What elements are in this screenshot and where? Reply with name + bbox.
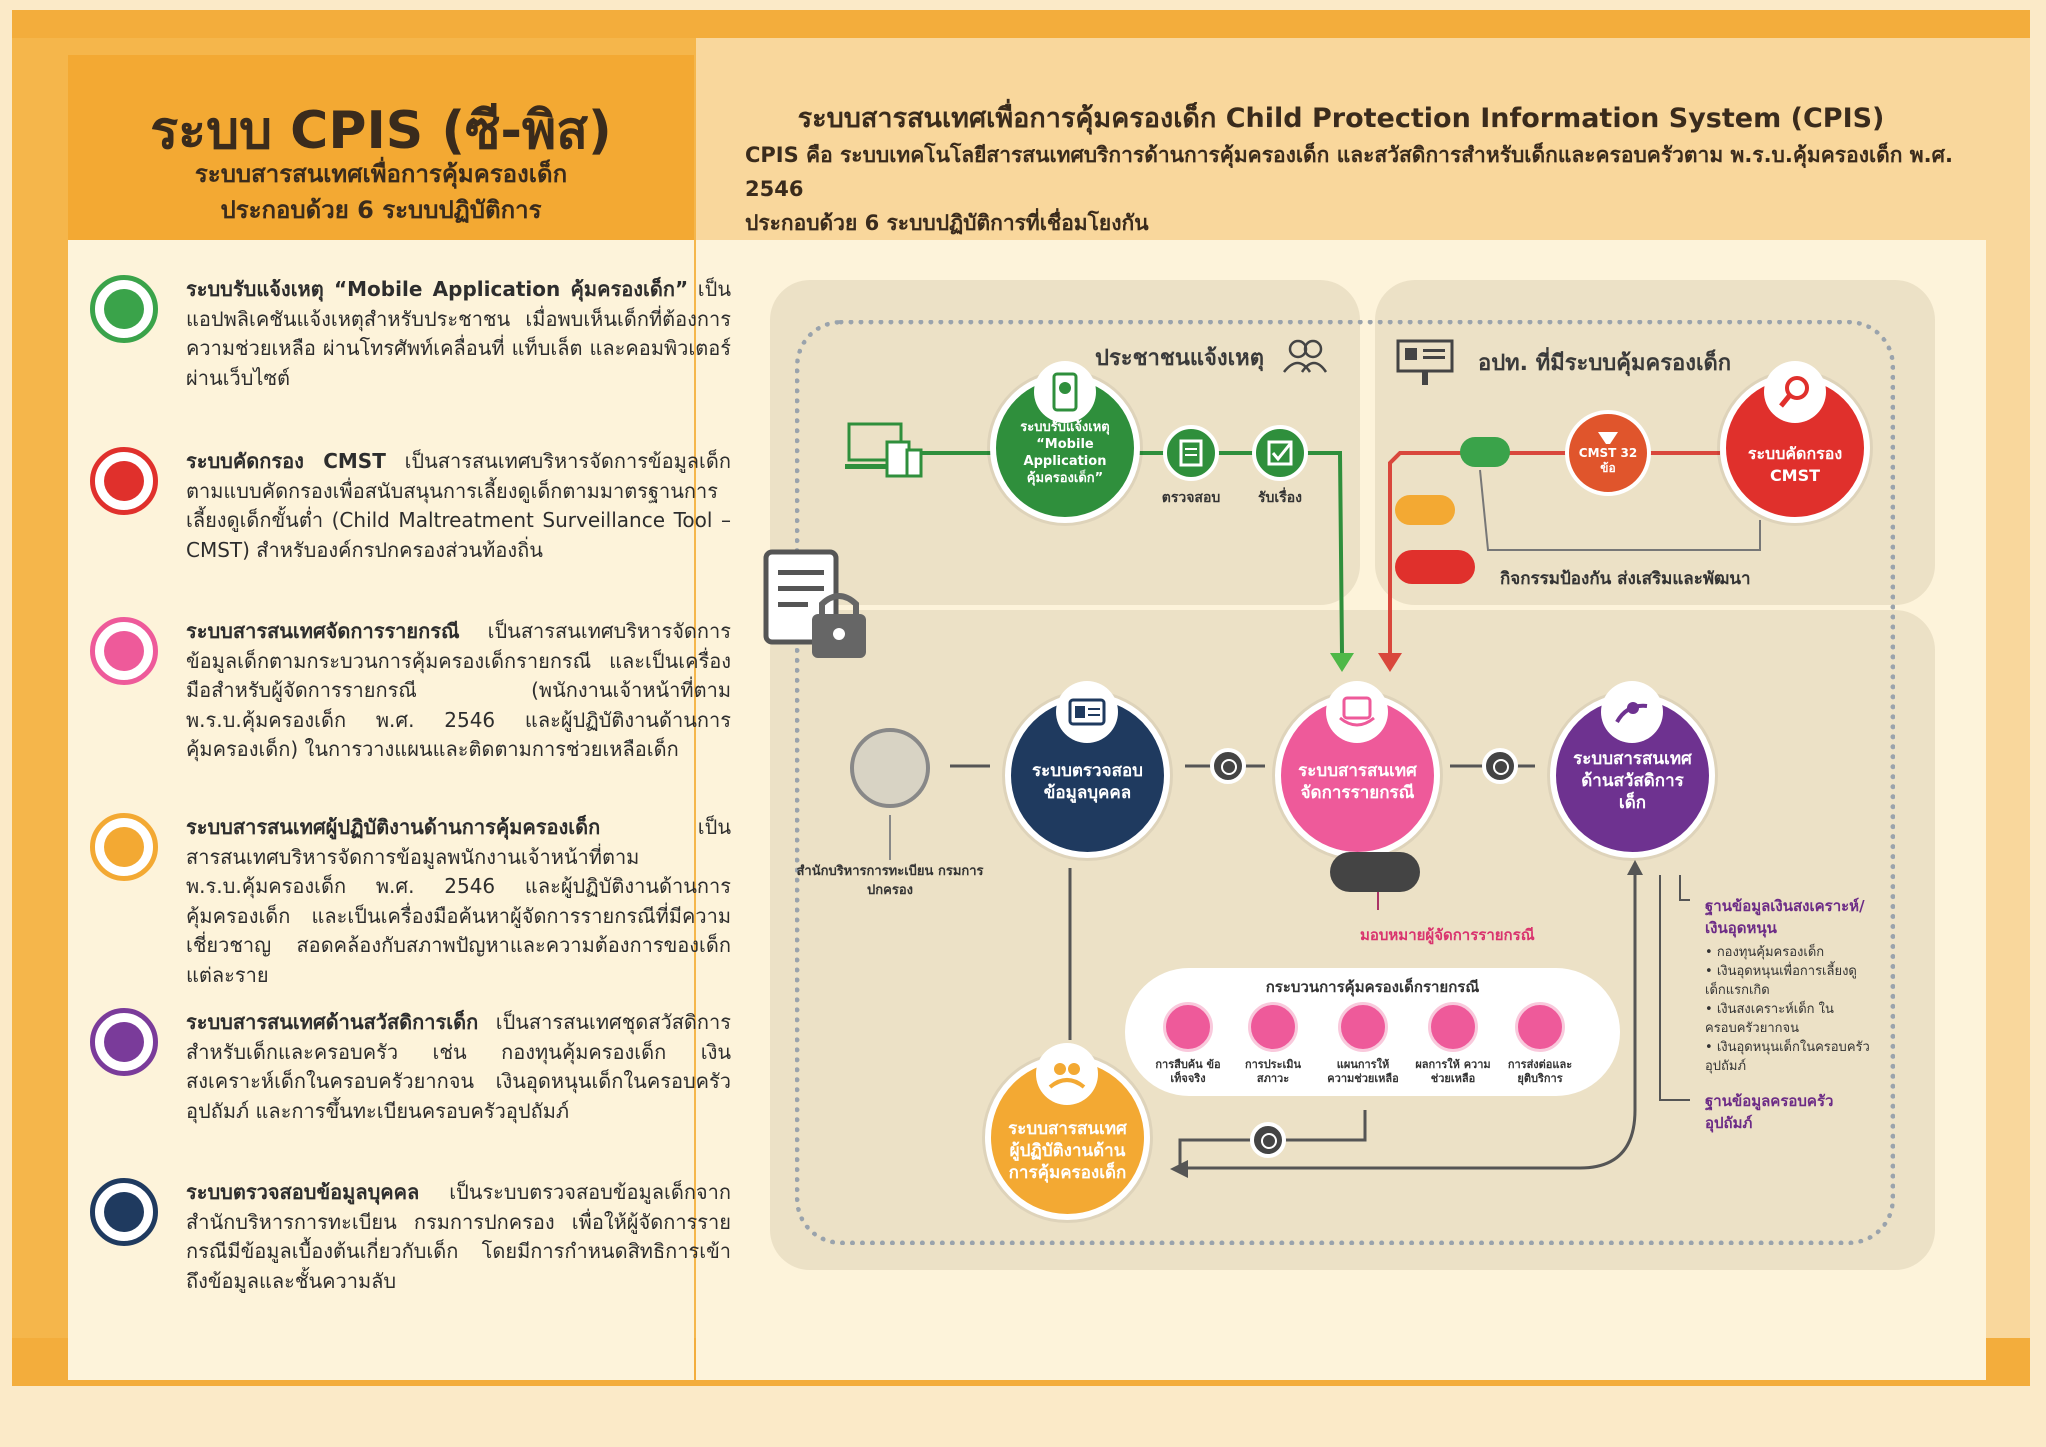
case-management-label: ระบบสารสนเทศ จัดการรายกรณี [1298,761,1417,803]
case-management-circle: ระบบสารสนเทศ จัดการรายกรณี [1275,681,1440,858]
fund-item: • เงินอุดหนุนเด็กในครอบครัว อุปถัมภ์ [1705,1040,1870,1074]
children-sad-icon [1395,550,1475,584]
system-body: เป็นระบบตรวจสอบข้อมูลเด็กจากสำนักบริหารก… [186,1180,731,1293]
assessment-icon [1248,1002,1298,1052]
referral-icon [1515,1002,1565,1052]
people-icon [1280,338,1330,374]
cmst-circle: ระบบคัดกรอง CMST [1720,361,1870,523]
zone-local-label: อปท. ที่มีระบบคุ้มครองเด็ก [1478,351,1732,376]
main-subtitle: ระบบสารสนเทศเพื่อการคุ้มครองเด็ก ประกอบด… [68,156,694,228]
description-line-2: ประกอบด้วย 6 ระบบปฏิบัติการที่เชื่อมโยงก… [745,211,1149,235]
top-border [12,10,2030,38]
system-body: เป็นสารสนเทศบริหารจัดการข้อมูลเด็กตามกระ… [186,619,731,761]
mobile-app-icon [90,275,158,343]
fund-database-title: ฐานข้อมูลเงินสงเคราะห์/ เงินอุดหนุน [1705,897,1865,937]
funnel-icon [1598,432,1618,444]
system-name: ระบบตรวจสอบข้อมูลบุคคล [186,1180,420,1204]
search-icon [1482,748,1518,784]
mobile-app-icon [1034,361,1096,423]
diagram-title: ระบบสารสนเทศเพื่อการคุ้มครองเด็ก Child P… [797,103,1885,134]
welfare-label: ระบบสารสนเทศ ด้านสวัสดิการ เด็ก [1573,749,1692,813]
assign-label: มอบหมายผู้จัดการรายกรณี [1360,926,1535,944]
cmst-funnel-label: CMST 32 ข้อ [1578,446,1638,475]
foster-database-title: ฐานข้อมูลครอบครัว อุปถัมภ์ [1705,1092,1834,1132]
description-line-1: CPIS คือ ระบบเทคโนโลยีสารสนเทศบริการด้าน… [745,143,1953,201]
devices-icon [845,420,925,485]
system-boundary [795,320,1895,1245]
search-icon [1210,748,1246,784]
registry-label: สำนักบริหารการทะเบียน กรมการปกครอง [796,864,984,898]
process-step: การส่งต่อและ ยุติบริการ [1507,1058,1573,1085]
diagram-description: CPIS คือ ระบบเทคโนโลยีสารสนเทศบริการด้าน… [745,138,1975,240]
investigation-icon [1163,1002,1213,1052]
person-check-label: ระบบตรวจสอบ ข้อมูลบุคคล [1032,761,1143,803]
case-management-icon [90,617,158,685]
building-icon [1395,335,1455,387]
registry-seal-icon [850,728,930,808]
left-panel [68,55,694,1380]
practitioner-label: ระบบสารสนเทศ ผู้ปฏิบัติงานด้าน การคุ้มคร… [1008,1119,1127,1183]
cmst-funnel: CMST 32 ข้อ [1565,410,1651,496]
system-body: เป็นแอปพลิเคชันแจ้งเหตุสำหรับประชาชน เมื… [186,277,731,390]
system-body: เป็นสารสนเทศชุดสวัสดิการสำหรับเด็กและครอ… [186,1010,731,1123]
process-title: กระบวนการคุ้มครองเด็กรายกรณี [1265,978,1480,996]
secure-document-icon [762,548,872,666]
system-body: เป็นสารสนเทศบริหารจัดการข้อมูลเด็กตามแบบ… [186,449,731,562]
screening-icon [1764,361,1826,423]
mobile-app-circle: ระบบรับแจ้งเหตุ “Mobile Application คุ้ม… [990,361,1140,523]
process-step: ผลการให้ ความช่วยเหลือ [1415,1058,1491,1085]
id-card-icon [90,1178,158,1246]
practitioner-icon [90,813,158,881]
accept-label: รับเรื่อง [1258,490,1302,506]
fund-item: • เงินอุดหนุนเพื่อการเลี้ยงดู เด็กแรกเกิ… [1705,964,1857,998]
subtitle-line-1: ระบบสารสนเทศเพื่อการคุ้มครองเด็ก [194,160,568,188]
practitioner-circle: ระบบสารสนเทศ ผู้ปฏิบัติงานด้าน การคุ้มคร… [985,1043,1150,1220]
welfare-icon [90,1008,158,1076]
system-name: ระบบสารสนเทศผู้ปฏิบัติงานด้านการคุ้มครอง… [186,815,601,839]
subtitle-line-2: ประกอบด้วย 6 ระบบปฏิบัติการ [220,196,542,224]
plan-icon [1338,1002,1388,1052]
system-name: ระบบสารสนเทศด้านสวัสดิการเด็ก [186,1010,479,1034]
system-body: เป็นสารสนเทศบริหารจัดการข้อมูลพนักงานเจ้… [186,815,731,987]
welfare-circle: ระบบสารสนเทศ ด้านสวัสดิการ เด็ก [1550,681,1715,858]
system-name: ระบบสารสนเทศจัดการรายกรณี [186,619,460,643]
search-icon [1250,1122,1286,1158]
id-card-icon [1056,681,1118,743]
practitioner-icon [1036,1043,1098,1105]
prevention-label: กิจกรรมป้องกัน ส่งเสริมและพัฒนา [1500,569,1751,589]
system-name: ระบบรับแจ้งเหตุ “Mobile Application คุ้ม… [186,277,689,301]
main-title: ระบบ CPIS (ซี-พิส) [150,101,612,161]
left-header [68,55,694,240]
children-icon [1460,437,1510,467]
process-step: การสืบค้น ข้อเท็จจริง [1155,1058,1221,1085]
zone-public-label: ประชาชนแจ้งเหตุ [1095,346,1264,371]
children-happy-icon [1395,495,1455,525]
check-label: ตรวจสอบ [1161,490,1221,506]
person-check-circle: ระบบตรวจสอบ ข้อมูลบุคคล [1005,681,1170,858]
check-document-icon [1163,425,1219,481]
case-managers-icon [1330,852,1420,892]
system-name: ระบบคัดกรอง CMST [186,449,386,473]
arrow-left-icon [1170,1160,1188,1178]
fund-item: • เงินสงเคราะห์เด็ก ในครอบครัวยากจน [1705,1002,1834,1036]
screening-icon [90,447,158,515]
fund-database-list: • กองทุนคุ้มครองเด็ก • เงินอุดหนุนเพื่อก… [1705,943,1875,1076]
mobile-app-label: ระบบรับแจ้งเหตุ “Mobile Application คุ้ม… [1020,420,1110,486]
accept-checkbox-icon [1252,425,1308,481]
case-management-icon [1326,681,1388,743]
welfare-icon [1601,681,1663,743]
cmst-label: ระบบคัดกรอง CMST [1747,444,1843,485]
right-header [696,55,1986,240]
fund-item: • กองทุนคุ้มครองเด็ก [1705,945,1825,960]
result-icon [1428,1002,1478,1052]
process-step: แผนการให้ ความช่วยเหลือ [1327,1058,1399,1085]
process-step: การประเมิน สภาวะ [1244,1058,1302,1085]
